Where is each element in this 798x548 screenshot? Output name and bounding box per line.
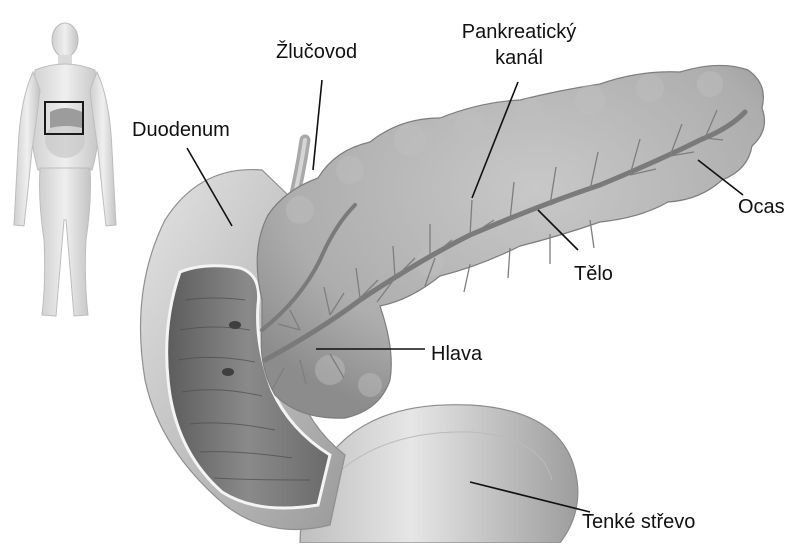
label-small-intestine: Tenké střevo <box>582 510 695 534</box>
label-head: Hlava <box>431 342 482 366</box>
small-intestine <box>300 405 578 543</box>
label-body: Tělo <box>574 262 613 286</box>
leader-line-bile-duct <box>313 80 322 170</box>
label-pancreatic-duct-line1: Pankreatický <box>444 20 594 44</box>
label-bile-duct: Žlučovod <box>276 40 357 64</box>
label-tail: Ocas <box>738 195 785 219</box>
label-pancreatic-duct-line2: kanál <box>444 46 594 70</box>
human-body-figure-icon <box>14 23 116 316</box>
label-duodenum: Duodenum <box>132 118 230 142</box>
